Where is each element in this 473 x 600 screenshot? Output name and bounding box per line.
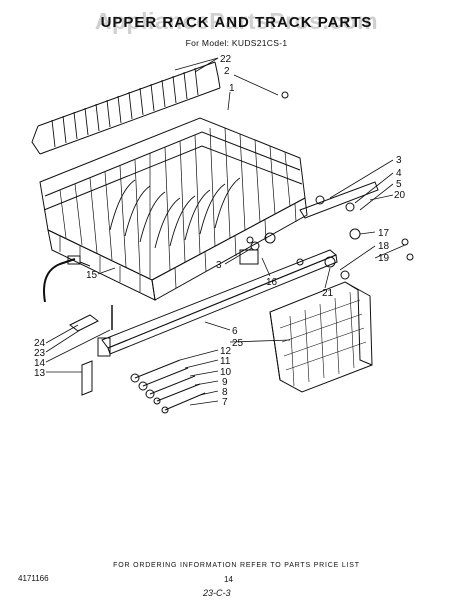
callout-label: 12 [220, 346, 232, 357]
callout-label: 4 [396, 168, 402, 179]
callout-label: 13 [34, 368, 46, 379]
callout-label: 14 [34, 358, 46, 369]
callout-label: 18 [378, 241, 390, 252]
callout-leaders [45, 57, 406, 406]
callout-label: 23 [34, 348, 46, 359]
callout-label: 21 [322, 288, 334, 299]
callout-label: 24 [34, 338, 46, 349]
watermark: AppliancePartsPros.com [94, 8, 379, 34]
upper-rack [39, 117, 308, 301]
callout-label: 3 [216, 260, 222, 271]
model-line: For Model: KUDS21CS-1 [185, 38, 288, 48]
callout-labels: 22 2 1 3 4 5 20 17 18 19 3 16 21 15 6 25… [34, 54, 406, 408]
callout-label: 7 [222, 397, 228, 408]
callout-label: 25 [232, 338, 244, 349]
diagram-title: UPPER RACK AND TRACK PARTS [100, 14, 373, 31]
callout-label: 22 [220, 54, 232, 65]
callout-label: 2 [224, 66, 230, 77]
callout-label: 17 [378, 228, 390, 239]
callout-label: 5 [396, 179, 402, 190]
document-number: 4171166 [18, 574, 49, 583]
end-brackets [69, 305, 113, 396]
callout-label: 20 [394, 190, 406, 201]
callout-label: 10 [220, 367, 232, 378]
callout-label: 9 [222, 377, 228, 388]
callout-label: 8 [222, 387, 228, 398]
callout-label: 16 [266, 277, 278, 288]
handwritten-note: 23-C-3 [203, 588, 231, 598]
tine-rack [31, 61, 221, 155]
track-hardware [130, 359, 206, 414]
callout-label: 1 [229, 83, 235, 94]
callout-label: 11 [220, 356, 231, 367]
ordering-note: FOR ORDERING INFORMATION REFER TO PARTS … [113, 562, 360, 569]
wire-harness [43, 255, 91, 303]
rack-track [97, 91, 414, 357]
callout-label: 3 [396, 155, 402, 166]
page-number: 14 [224, 575, 233, 584]
callout-label: 6 [232, 326, 238, 337]
callout-label: 19 [378, 253, 390, 264]
cutlery-basket [269, 281, 373, 393]
callout-label: 15 [86, 270, 98, 281]
